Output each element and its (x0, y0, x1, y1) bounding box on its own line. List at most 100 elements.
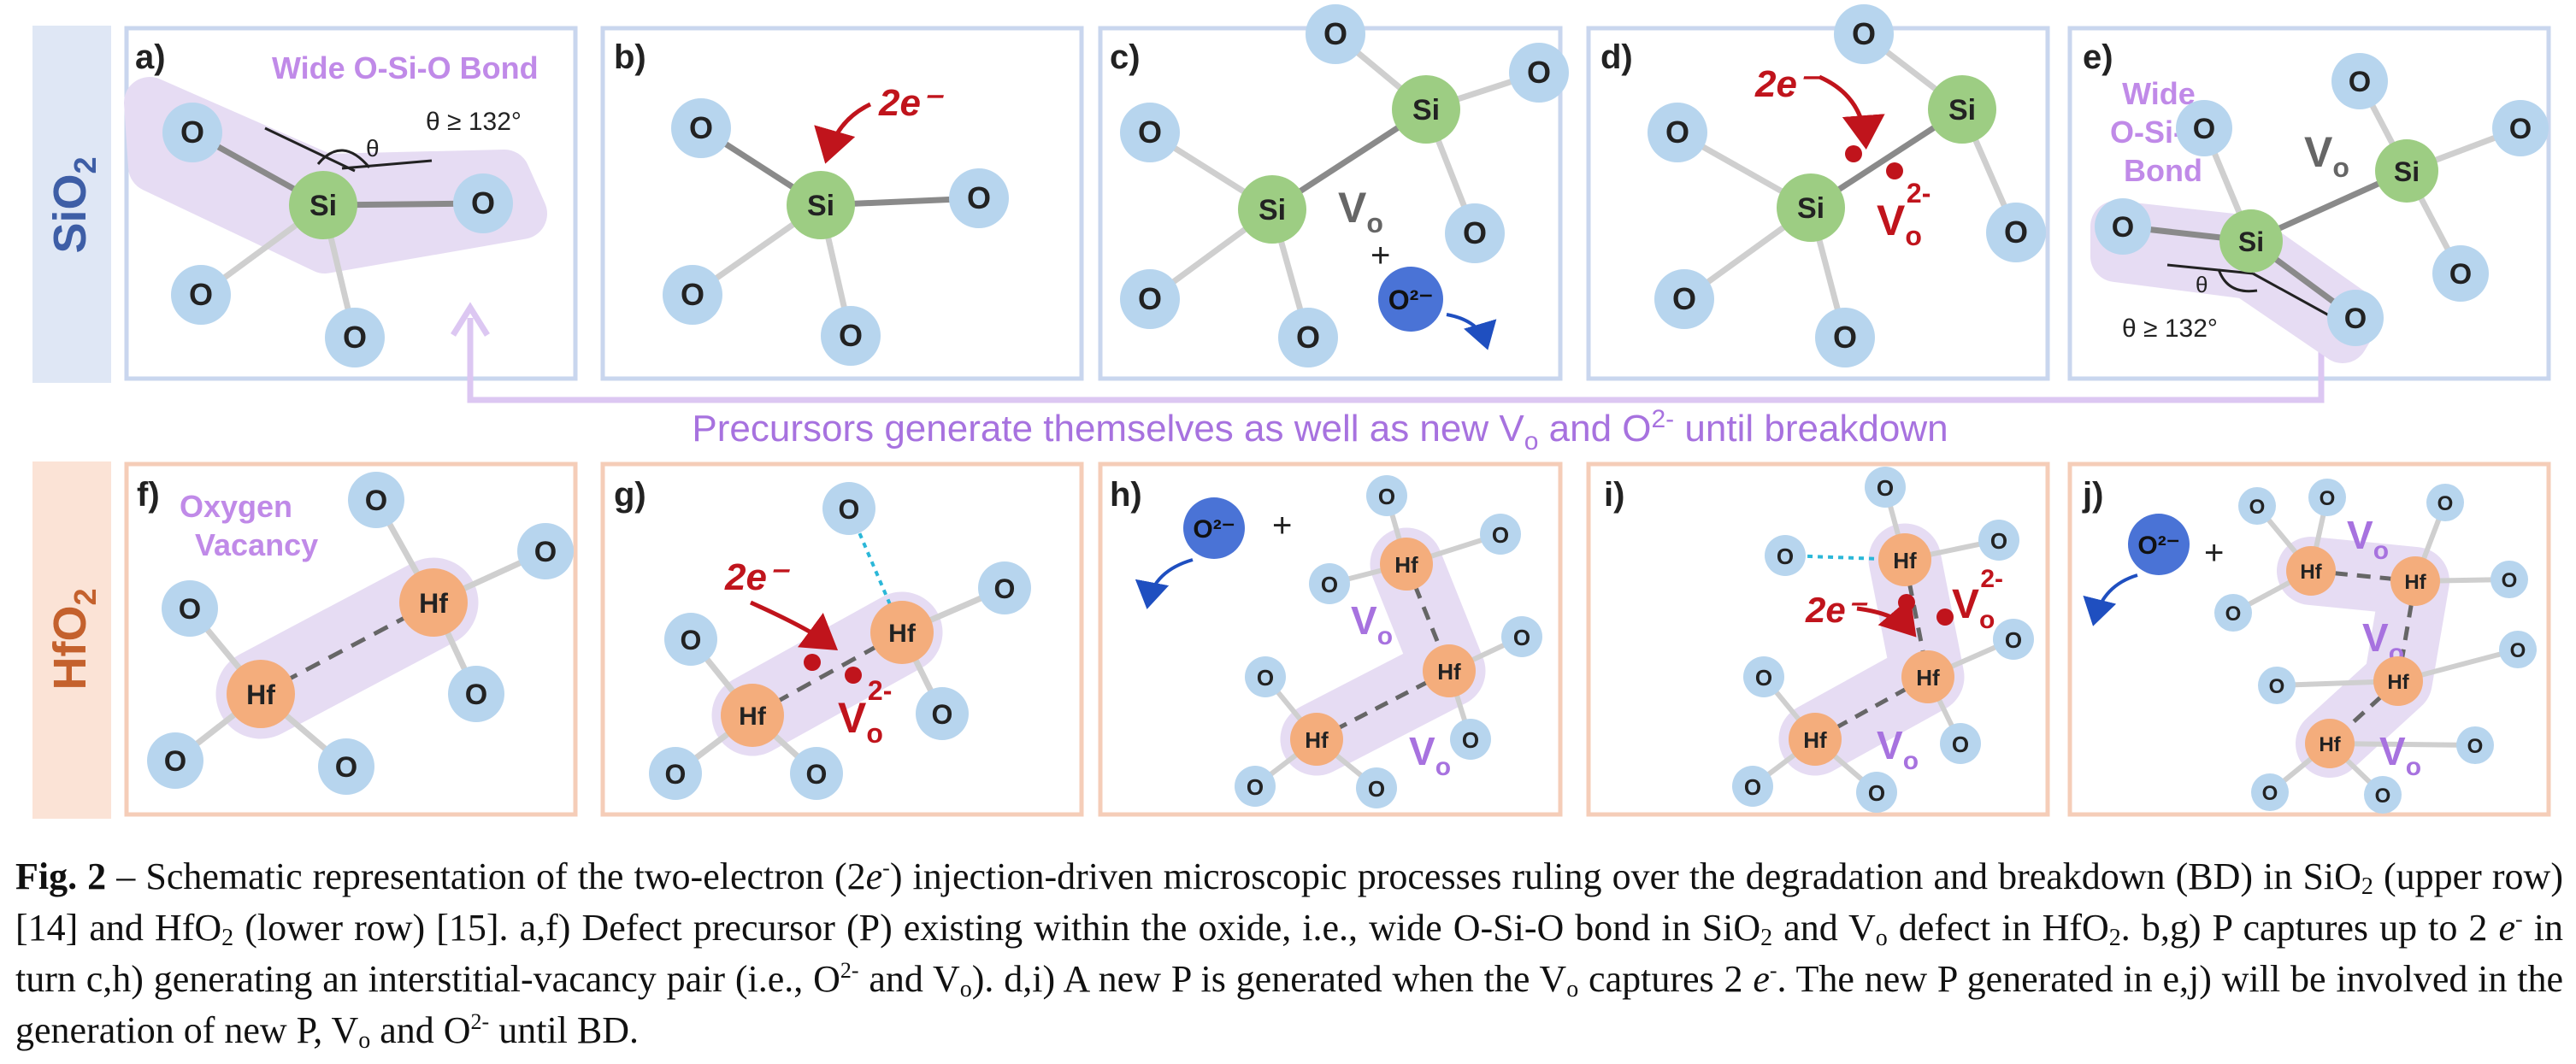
oxygen-atom: O (1856, 772, 1897, 813)
oxygen-atom: O (1356, 767, 1397, 808)
oxygen-atom: O (2499, 631, 2537, 668)
svg-text:O: O (1321, 572, 1338, 597)
svg-text:O: O (471, 185, 495, 220)
oxygen-atom: O (1940, 723, 1981, 764)
svg-text:Vo: Vo (1351, 598, 1393, 650)
caption-text: defect in HfO (1887, 907, 2109, 949)
panel-f: f) Oxygen Vacancy O O O O O O Hf Hf (137, 472, 574, 795)
svg-text:O: O (1296, 320, 1320, 355)
caption-text: 2- (470, 1009, 490, 1034)
svg-text:2e⁻: 2e⁻ (1754, 63, 1820, 105)
svg-text:2e⁻: 2e⁻ (1805, 590, 1868, 630)
svg-text:O: O (2502, 569, 2518, 592)
oxygen-atom: O (1501, 616, 1542, 657)
oxygen-atom: O (318, 738, 374, 795)
panel-h: h) O²⁻ + Vo Vo O O O O O O O O Hf Hf Hf (1110, 475, 1542, 808)
silicon-atom: Si (289, 171, 357, 239)
oxygen-atom: O (671, 98, 731, 158)
hafnium-atom: Hf (2373, 656, 2423, 706)
precursor-note: Precursors generate themselves as well a… (692, 405, 1948, 456)
svg-text:O: O (681, 625, 702, 655)
oxygen-atom: O (1993, 619, 2034, 660)
oxygen-atom: O (325, 308, 385, 367)
oxygen-atom: O (2095, 198, 2151, 255)
caption-text: 2 (2361, 873, 2373, 900)
caption-text: ). d,i) A new P is generated when the V (971, 958, 1567, 1000)
svg-text:θ: θ (366, 135, 380, 162)
svg-text:O: O (1247, 774, 1264, 800)
caption-text: o (1566, 976, 1579, 1002)
svg-text:Vo2-: Vo2- (1877, 178, 1931, 251)
oxygen-atom: O (1986, 203, 2046, 262)
svg-text:O: O (994, 573, 1016, 604)
hafnium-atom: Hf (1901, 650, 1954, 703)
caption-text: e (1753, 958, 1770, 1000)
svg-text:O: O (2225, 603, 2242, 626)
oxygen-atom: O (1235, 766, 1276, 807)
svg-text:O: O (1833, 320, 1857, 355)
svg-text:Vo2-: Vo2- (1952, 565, 2003, 634)
svg-text:d): d) (1600, 38, 1633, 76)
svg-text:O: O (1755, 665, 1772, 691)
oxygen-atom: O (2492, 100, 2549, 156)
hafnium-atom: Hf (399, 568, 468, 637)
svg-text:Wide O-Si-O Bond: Wide O-Si-O Bond (2110, 76, 2216, 188)
svg-text:θ: θ (2196, 272, 2208, 297)
oxygen-atom: O (1732, 766, 1773, 807)
oxygen-atom: O (1648, 103, 1707, 162)
oxygen-atom: O (2238, 487, 2276, 525)
panel-i: i) 2e⁻ Vo2- Vo O O O O O O O O Hf Hf Hf (1604, 467, 2034, 813)
figure-caption: Fig. 2 – Schematic representation of the… (15, 851, 2563, 1056)
caption-text: o (959, 976, 972, 1002)
svg-text:+: + (2204, 534, 2224, 572)
oxygen-atom: O (2214, 594, 2252, 632)
oxygen-atom: O (1120, 103, 1180, 162)
svg-text:O: O (1462, 727, 1479, 753)
svg-text:Hf: Hf (1394, 552, 1418, 578)
svg-text:O: O (839, 318, 863, 353)
svg-text:O: O (1777, 544, 1794, 569)
svg-text:O: O (1665, 115, 1689, 150)
svg-text:Si: Si (309, 190, 337, 222)
svg-text:O: O (2112, 211, 2134, 244)
hfo2-panel-frames (124, 461, 2551, 817)
svg-text:O: O (2344, 303, 2367, 335)
svg-text:O: O (1513, 625, 1530, 650)
svg-text:b): b) (614, 38, 646, 76)
svg-text:Vo: Vo (1877, 723, 1919, 775)
svg-text:O: O (932, 699, 953, 730)
svg-text:Hf: Hf (888, 620, 917, 648)
caption-text: – (106, 855, 146, 897)
caption-text: o (358, 1027, 371, 1054)
svg-text:Si: Si (2238, 226, 2264, 257)
svg-text:Hf: Hf (1803, 727, 1827, 753)
oxide-ion: O²⁻ (1183, 497, 1245, 559)
svg-text:O: O (2349, 66, 2371, 98)
svg-text:O: O (335, 751, 357, 784)
svg-text:O: O (967, 180, 991, 215)
svg-text:O: O (2005, 627, 2022, 653)
oxygen-atom: O (2327, 290, 2384, 346)
svg-text:O: O (1138, 115, 1162, 150)
caption-text: - (1769, 958, 1777, 983)
svg-text:O: O (665, 759, 687, 790)
oxygen-atom: O (1245, 656, 1286, 697)
svg-text:Hf: Hf (2387, 671, 2409, 694)
oxide-ion: O²⁻ (1378, 267, 1443, 332)
oxygen-atom: O (348, 472, 404, 528)
svg-text:O: O (2249, 496, 2266, 519)
svg-text:O²⁻: O²⁻ (1388, 285, 1433, 315)
panel-j: j) O²⁻ + Vo Vo Vo O O O O O O O O O O Hf… (2082, 476, 2537, 814)
hfo2-row-label: HfO2 (32, 461, 111, 819)
svg-text:O: O (1368, 776, 1385, 802)
caption-text: in turn c,h) generating an interstitial-… (15, 907, 2563, 1000)
oxygen-atom: O (1865, 467, 1906, 508)
svg-text:Hf: Hf (1893, 548, 1917, 573)
svg-text:O: O (1868, 780, 1885, 806)
oxygen-atom: O (1509, 43, 1569, 103)
svg-text:θ ≥ 132°: θ ≥ 132° (2122, 314, 2218, 343)
oxygen-atom: O (1306, 4, 1365, 64)
svg-text:O: O (189, 277, 213, 312)
svg-text:Hf: Hf (2404, 571, 2426, 594)
panel-d: d) 2e⁻ Vo2- O O O O O Si Si (1600, 4, 2046, 367)
